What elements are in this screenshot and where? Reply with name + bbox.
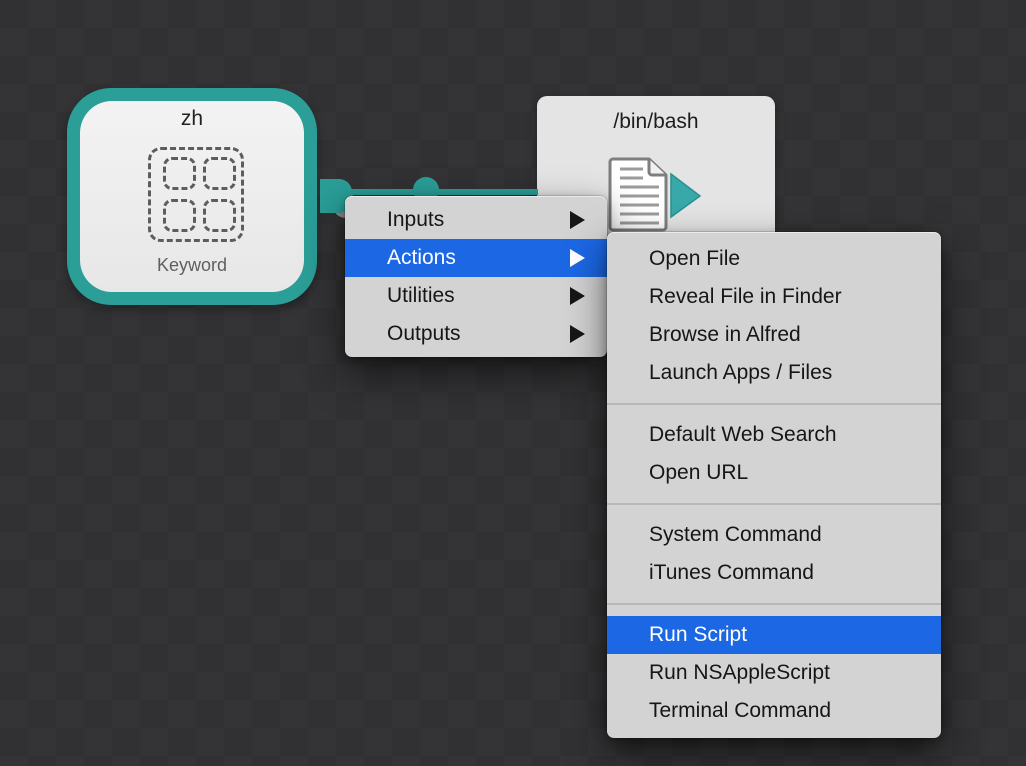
menu-item-label: iTunes Command [649, 561, 814, 584]
keyword-node-title: zh [180, 107, 204, 130]
menu-item-label: Run NSAppleScript [649, 661, 830, 684]
keyword-grid-cell-icon [162, 157, 196, 190]
menu-item-run-nsapplescript[interactable]: Run NSAppleScript [607, 654, 941, 692]
connection-line [340, 189, 538, 195]
keyword-node-type-label: Keyword [156, 255, 228, 275]
menu-item-label: Open URL [649, 461, 749, 484]
menu-separator [607, 503, 941, 505]
menu-item-itunes-command[interactable]: iTunes Command [607, 554, 941, 592]
context-menu: Inputs Actions Utilities Outputs [345, 196, 607, 357]
menu-item-label: Browse in Alfred [649, 323, 801, 346]
menu-item-terminal-command[interactable]: Terminal Command [607, 692, 941, 730]
keyword-node-body [80, 101, 304, 292]
keyword-grid-cell-icon [202, 157, 236, 190]
submenu-arrow-icon [570, 249, 585, 267]
menu-item-actions[interactable]: Actions [345, 239, 607, 277]
keyword-grid-icon [148, 147, 244, 242]
menu-item-label: Open File [649, 247, 741, 270]
menu-item-label: Actions [387, 246, 456, 269]
keyword-node[interactable]: zh Keyword [67, 88, 317, 305]
actions-submenu: Open File Reveal File in Finder Browse i… [607, 232, 941, 738]
menu-item-default-web-search[interactable]: Default Web Search [607, 416, 941, 454]
menu-item-run-script[interactable]: Run Script [607, 616, 941, 654]
submenu-arrow-icon [570, 287, 585, 305]
menu-item-label: Utilities [387, 284, 455, 307]
menu-separator [607, 603, 941, 605]
keyword-grid-cell-icon [202, 199, 236, 232]
menu-item-label: Inputs [387, 208, 445, 231]
menu-item-label: Default Web Search [649, 423, 837, 446]
submenu-arrow-icon [570, 211, 585, 229]
menu-item-label: Reveal File in Finder [649, 285, 842, 308]
menu-separator [607, 403, 941, 405]
keyword-grid-cell-icon [162, 199, 196, 232]
menu-item-utilities[interactable]: Utilities [345, 277, 607, 315]
script-document-run-icon [608, 157, 702, 232]
menu-item-label: Terminal Command [649, 699, 832, 722]
menu-item-label: Outputs [387, 322, 461, 345]
menu-item-outputs[interactable]: Outputs [345, 315, 607, 353]
menu-item-open-url[interactable]: Open URL [607, 454, 941, 492]
menu-item-label: Run Script [649, 623, 748, 646]
menu-item-label: System Command [649, 523, 822, 546]
menu-item-system-command[interactable]: System Command [607, 516, 941, 554]
menu-item-open-file[interactable]: Open File [607, 240, 941, 278]
menu-item-launch-apps-files[interactable]: Launch Apps / Files [607, 354, 941, 392]
script-node-title: /bin/bash [613, 110, 699, 133]
menu-item-reveal-file-in-finder[interactable]: Reveal File in Finder [607, 278, 941, 316]
menu-item-label: Launch Apps / Files [649, 361, 833, 384]
menu-item-browse-in-alfred[interactable]: Browse in Alfred [607, 316, 941, 354]
menu-item-inputs[interactable]: Inputs [345, 201, 607, 239]
submenu-arrow-icon [570, 325, 585, 343]
